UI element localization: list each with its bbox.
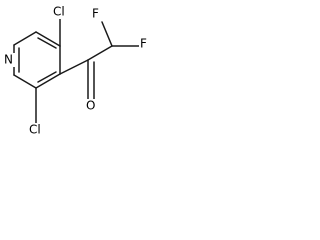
- pyridine-ring: [13, 31, 61, 89]
- bond-chf2-f-left: [101, 21, 113, 47]
- ring-bond-c2-c3: [35, 31, 61, 47]
- chlorine-label-bottom: Cl: [29, 123, 41, 137]
- chlorine-label-top: Cl: [53, 5, 65, 19]
- ring-bond-c4-c5-inner: [37, 71, 57, 83]
- oxygen-label: O: [86, 99, 95, 113]
- atom-labels: N Cl Cl F F O: [4, 5, 149, 137]
- ring-bond-c4-c5: [35, 73, 61, 89]
- ring-bond-n-c2: [13, 31, 37, 46]
- bond-carbonyl-chf2: [87, 45, 113, 61]
- ring-bond-c5-c6: [13, 74, 37, 89]
- nitrogen-label: N: [4, 53, 13, 67]
- ring-bond-c2-c3-inner: [37, 37, 57, 49]
- fluorine-label-left: F: [92, 7, 99, 21]
- chemical-structure-diagram: N Cl Cl F F O: [4, 5, 149, 137]
- bond-c4-carbonyl: [59, 59, 89, 75]
- fluorine-label-right: F: [140, 37, 147, 51]
